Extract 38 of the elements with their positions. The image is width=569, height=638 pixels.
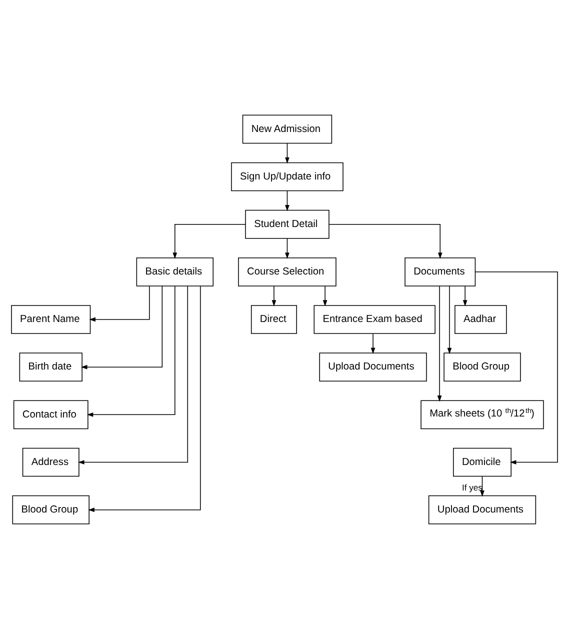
- arrow: [88, 285, 201, 512]
- node-box: Mark sheets (10$^{th}$/12$^{th}$): [420, 400, 544, 429]
- node-box: New Admission: [242, 114, 332, 144]
- arrow: [285, 238, 290, 258]
- node-box: Address: [22, 447, 80, 476]
- arrow: [474, 271, 558, 464]
- arrow: [86, 285, 176, 416]
- node-box: Direct: [250, 304, 297, 334]
- node-box: Upload Documents: [319, 352, 427, 382]
- node-box: Blood Group: [12, 494, 90, 524]
- node-box: Parent Name: [11, 304, 91, 334]
- node-box: Sign Up/Update info: [231, 162, 344, 191]
- arrow: [370, 332, 376, 354]
- arrow: [285, 190, 290, 211]
- node-box: Upload Documents: [428, 494, 536, 524]
- node-box: Blood Group: [444, 352, 521, 382]
- arrow: [89, 285, 150, 322]
- node-box: Domicile: [453, 447, 512, 476]
- node-box: Birth date: [19, 352, 82, 382]
- arrow: [285, 142, 290, 164]
- arrow: [447, 285, 452, 354]
- arrow: [78, 285, 188, 464]
- node-box: Documents: [404, 256, 476, 286]
- arrow: [80, 285, 163, 369]
- node-box: Contact info: [13, 400, 88, 429]
- node-box: Aadhar: [454, 304, 507, 334]
- arrow: [322, 285, 328, 306]
- node-box: Entrance Exam based: [314, 304, 436, 334]
- node-box: Student Detail: [245, 209, 330, 238]
- arrow: [272, 285, 276, 306]
- node-box: Course Selection: [238, 256, 336, 286]
- arrow: [328, 223, 442, 258]
- arrow: [172, 223, 246, 258]
- arrow: [437, 285, 442, 402]
- edge-label: If yes: [462, 482, 482, 492]
- arrow: [480, 476, 484, 496]
- arrow: [462, 285, 468, 306]
- node-box: Basic details: [136, 256, 214, 286]
